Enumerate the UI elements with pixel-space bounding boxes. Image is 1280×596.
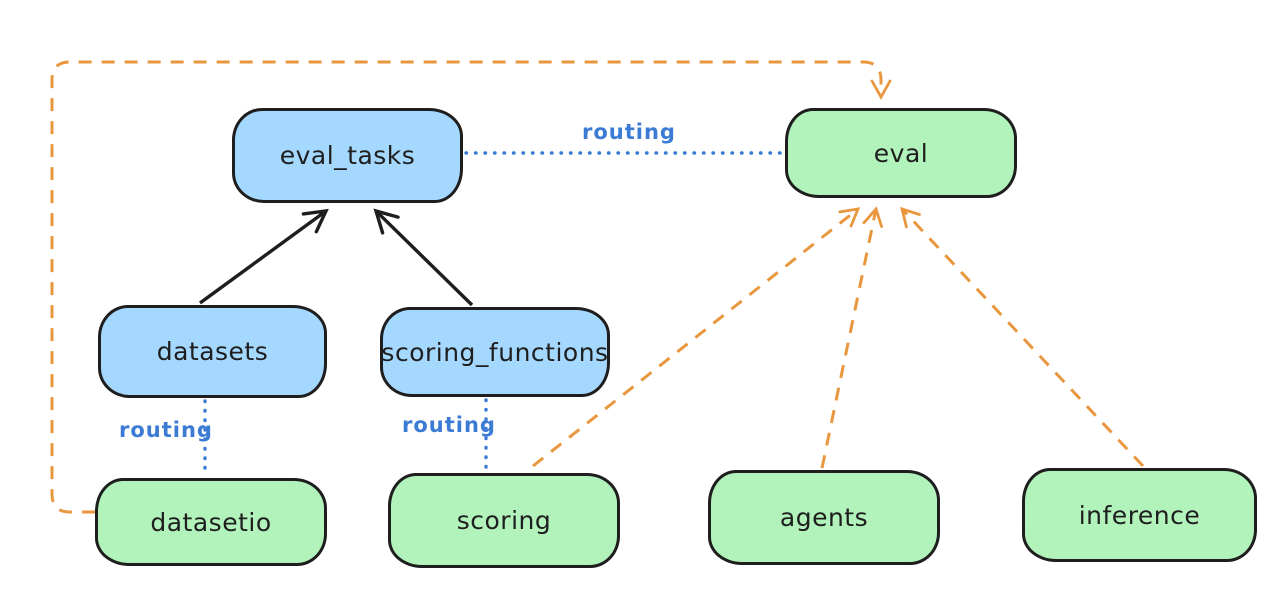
node-agents-label: agents xyxy=(779,503,869,532)
node-scoring: scoring xyxy=(388,473,620,568)
node-eval-tasks-label: eval_tasks xyxy=(279,141,416,170)
edge-scoring-functions-to-eval-tasks xyxy=(373,208,474,307)
edge-label-routing-scoring: routing xyxy=(402,413,496,437)
node-eval-label: eval xyxy=(873,138,929,168)
edge-datasets-to-eval-tasks xyxy=(198,208,329,305)
node-eval-tasks: eval_tasks xyxy=(232,108,463,203)
node-datasets-label: datasets xyxy=(156,337,269,366)
node-scoring-label: scoring xyxy=(456,506,552,535)
node-eval: eval xyxy=(785,108,1017,198)
edge-label-routing-datasets: routing xyxy=(119,418,213,442)
edge-inference-to-eval xyxy=(900,206,1145,468)
edge-scoring-to-eval xyxy=(532,207,861,468)
node-datasetio-label: datasetio xyxy=(150,507,272,537)
node-agents: agents xyxy=(708,470,940,565)
node-datasets: datasets xyxy=(98,305,327,398)
edge-datasetio-to-eval xyxy=(50,60,892,514)
node-inference-label: inference xyxy=(1078,500,1201,530)
node-scoring-functions-label: scoring_functions xyxy=(381,337,609,367)
node-inference: inference xyxy=(1022,468,1257,562)
node-scoring-functions: scoring_functions xyxy=(380,307,610,397)
edge-label-routing-top: routing xyxy=(582,120,676,144)
edge-agents-to-eval xyxy=(820,206,883,469)
node-datasetio: datasetio xyxy=(95,478,327,566)
